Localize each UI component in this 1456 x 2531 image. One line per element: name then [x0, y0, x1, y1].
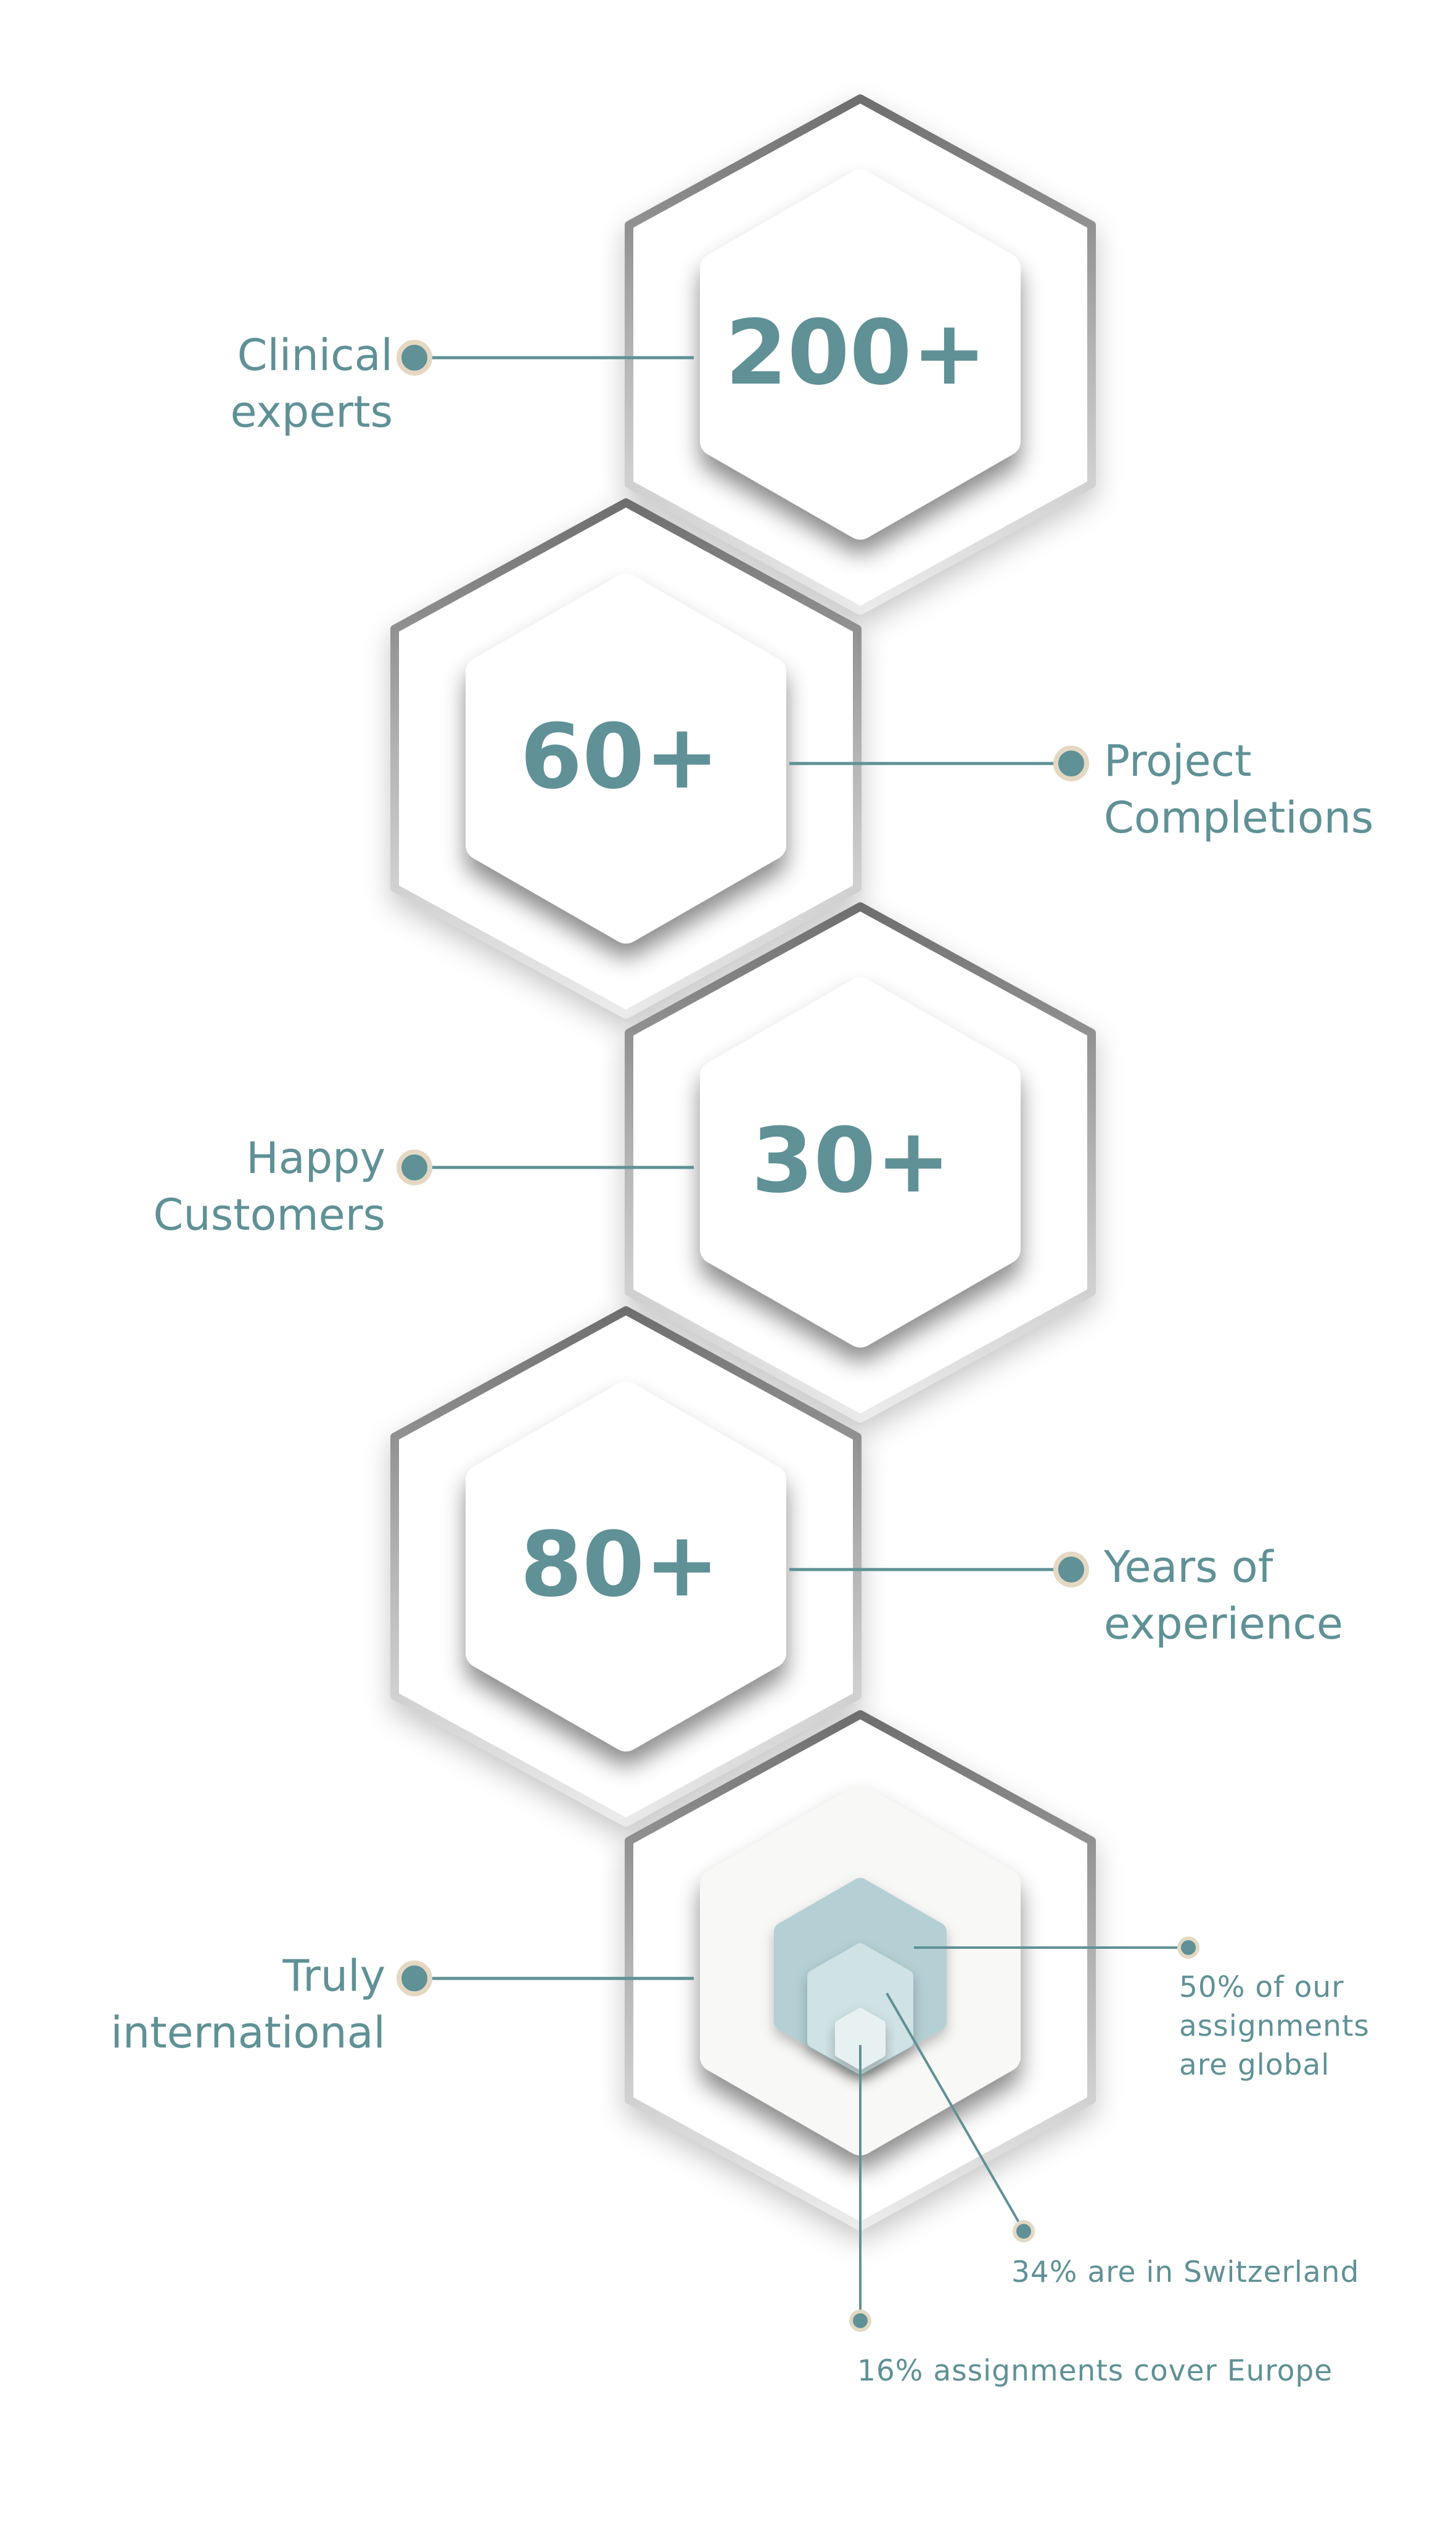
stat-hexagon-3: 30+ — [625, 902, 1096, 1423]
callout-switzerland: 34% are in Switzerland — [1011, 2255, 1359, 2289]
connector-dots — [397, 340, 1199, 2332]
hexagon-face — [700, 170, 1021, 540]
label-line: Clinical — [237, 330, 393, 381]
hexagon-face — [466, 1381, 786, 1751]
connectors — [432, 356, 1187, 2321]
hexagon-face — [700, 977, 1021, 1348]
stat-hexagon-1: 200+ — [625, 94, 1096, 615]
connector-dot — [1053, 1552, 1089, 1587]
connector-dot — [1053, 746, 1089, 781]
international-label: Truly international — [110, 1951, 385, 2058]
stat-value: 30+ — [751, 1109, 950, 1213]
label-line: Happy — [246, 1133, 385, 1183]
label-line: experience — [1104, 1599, 1343, 1649]
connector-dot-small — [1177, 1936, 1199, 1959]
connector-dot — [397, 340, 432, 376]
stat-label-1: Clinical experts — [231, 330, 393, 437]
connector-dot-small — [1013, 2220, 1035, 2242]
callout-europe: 16% assignments cover Europe — [857, 2354, 1333, 2388]
stat-value: 200+ — [725, 301, 987, 405]
stat-hexagon-2: 60+ — [390, 498, 862, 1019]
stat-value: 60+ — [520, 705, 719, 809]
hexagon-face — [466, 574, 786, 944]
label-line: Completions — [1104, 792, 1373, 843]
callout-line: are global — [1179, 2048, 1330, 2082]
stat-label-3: Happy Customers — [154, 1133, 386, 1240]
connector-line — [886, 1993, 1025, 2231]
callout-global: 50% of our assignments are global — [1179, 1970, 1370, 2082]
label-line: Years of — [1103, 1542, 1274, 1592]
stat-label-2: Project Completions — [1104, 736, 1373, 843]
callout-line: assignments — [1179, 2009, 1370, 2043]
connector-dot — [397, 1961, 432, 1996]
stat-label-4: Years of experience — [1103, 1542, 1343, 1649]
callout-line: 50% of our — [1179, 1970, 1344, 2004]
stat-value: 80+ — [520, 1513, 719, 1617]
stat-hexagon-4: 80+ — [390, 1306, 862, 1827]
label-line: Truly — [282, 1951, 386, 2001]
label-line: international — [110, 2007, 385, 2058]
label-line: Customers — [154, 1190, 386, 1240]
label-line: experts — [231, 387, 393, 437]
connector-dot-small — [849, 2310, 871, 2332]
label-line: Project — [1104, 736, 1252, 786]
connector-dot — [397, 1150, 432, 1185]
